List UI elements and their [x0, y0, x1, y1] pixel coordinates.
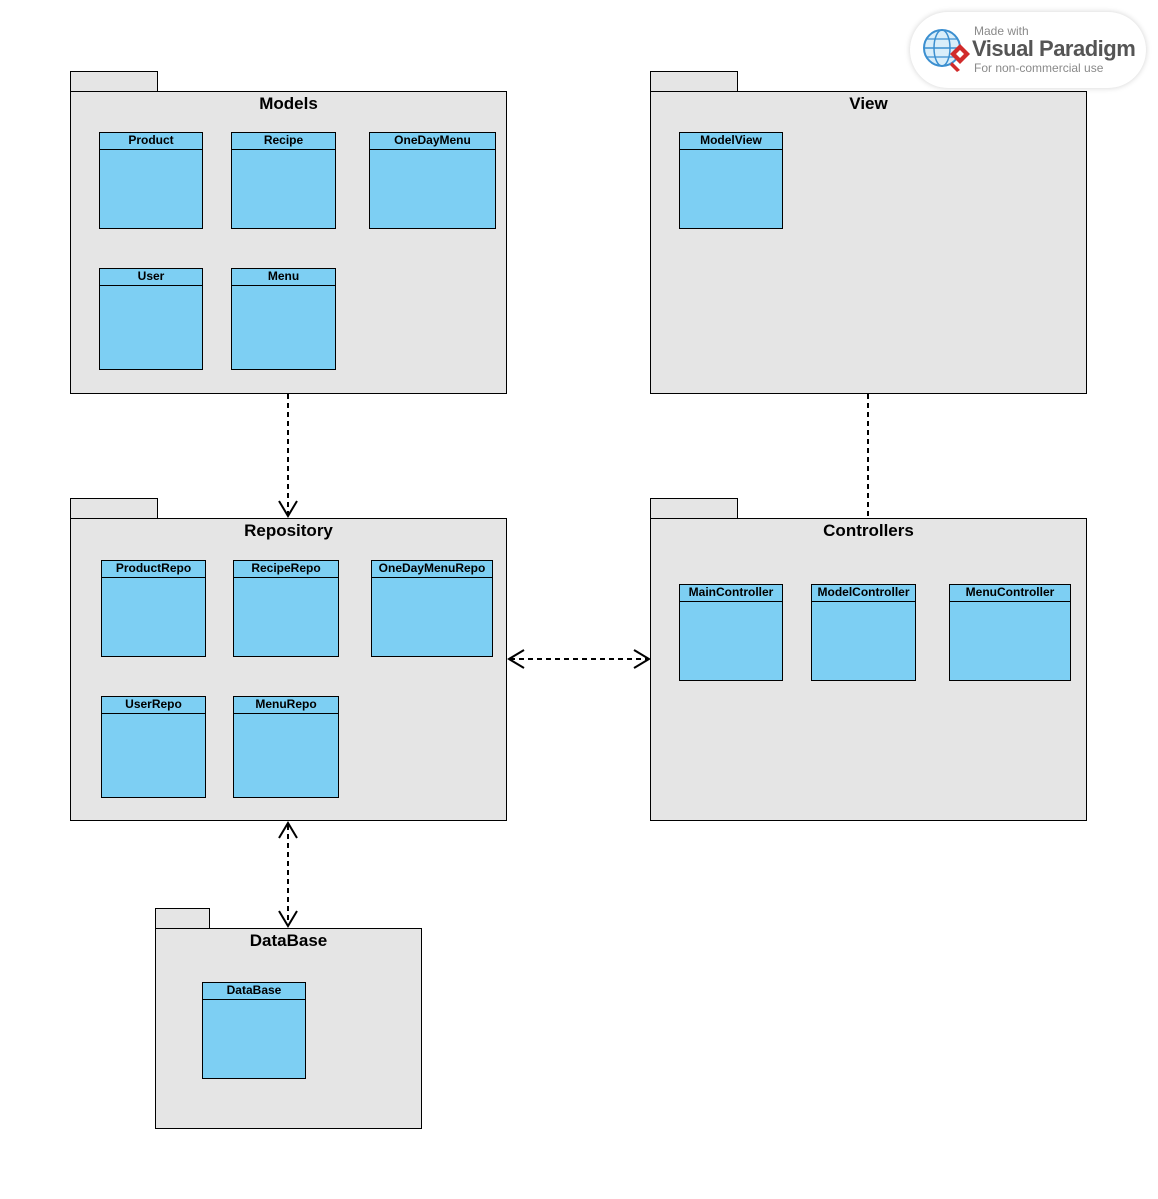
package-title: DataBase — [249, 931, 328, 950]
arrowhead-controllers-side — [633, 649, 651, 669]
visual-paradigm-watermark: Made with Visual Paradigm For non-commer… — [910, 12, 1146, 88]
class-productrepo[interactable]: ProductRepo — [101, 560, 206, 657]
class-name: MenuController — [950, 585, 1070, 602]
class-onedaymenu[interactable]: OneDayMenu — [369, 132, 496, 229]
class-name: RecipeRepo — [234, 561, 338, 578]
class-name: ProductRepo — [102, 561, 205, 578]
class-name: Product — [100, 133, 202, 150]
arrowhead-database — [278, 910, 298, 928]
class-onedaymenurepo[interactable]: OneDayMenuRepo — [371, 560, 493, 657]
class-modelview[interactable]: ModelView — [679, 132, 783, 229]
class-name: Menu — [232, 269, 335, 286]
arrowhead-repository — [278, 500, 298, 518]
class-user[interactable]: User — [99, 268, 203, 370]
class-name: ModelView — [680, 133, 782, 150]
class-name: ModelController — [812, 585, 915, 602]
class-modelcontroller[interactable]: ModelController — [811, 584, 916, 681]
class-name: MenuRepo — [234, 697, 338, 714]
package-title: View — [849, 94, 888, 113]
watermark-line1: Made with — [974, 24, 1029, 38]
class-name: OneDayMenuRepo — [372, 561, 492, 578]
class-maincontroller[interactable]: MainController — [679, 584, 783, 681]
package-title: Repository — [244, 521, 333, 540]
visual-paradigm-logo-icon — [923, 29, 970, 72]
class-name: OneDayMenu — [370, 133, 495, 150]
class-name: User — [100, 269, 202, 286]
class-userrepo[interactable]: UserRepo — [101, 696, 206, 798]
class-reciperepo[interactable]: RecipeRepo — [233, 560, 339, 657]
class-menu[interactable]: Menu — [231, 268, 336, 370]
class-name: MainController — [680, 585, 782, 602]
class-menucontroller[interactable]: MenuController — [949, 584, 1071, 681]
class-database[interactable]: DataBase — [202, 982, 306, 1079]
watermark-brand: Visual Paradigm — [972, 36, 1136, 61]
arrowhead-repository-top — [278, 821, 298, 839]
class-name: UserRepo — [102, 697, 205, 714]
class-menurepo[interactable]: MenuRepo — [233, 696, 339, 798]
class-name: DataBase — [203, 983, 305, 1000]
package-title: Controllers — [823, 521, 914, 540]
watermark-line3: For non-commercial use — [974, 61, 1104, 75]
arrowhead-repository-side — [507, 649, 525, 669]
class-recipe[interactable]: Recipe — [231, 132, 336, 229]
class-product[interactable]: Product — [99, 132, 203, 229]
package-title: Models — [259, 94, 318, 113]
class-name: Recipe — [232, 133, 335, 150]
